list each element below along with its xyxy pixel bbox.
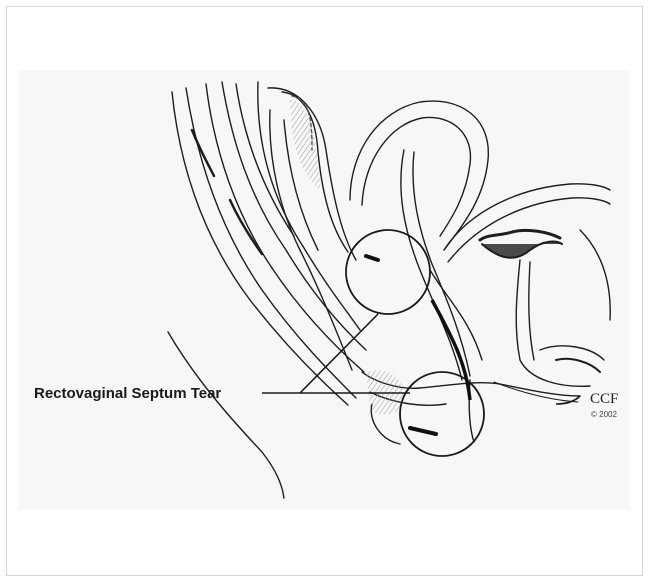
background-wash	[18, 70, 630, 510]
credit-label: CCF	[590, 392, 618, 407]
copyright-label: © 2002	[591, 410, 617, 419]
septum-tear-label: Rectovaginal Septum Tear	[34, 385, 221, 402]
